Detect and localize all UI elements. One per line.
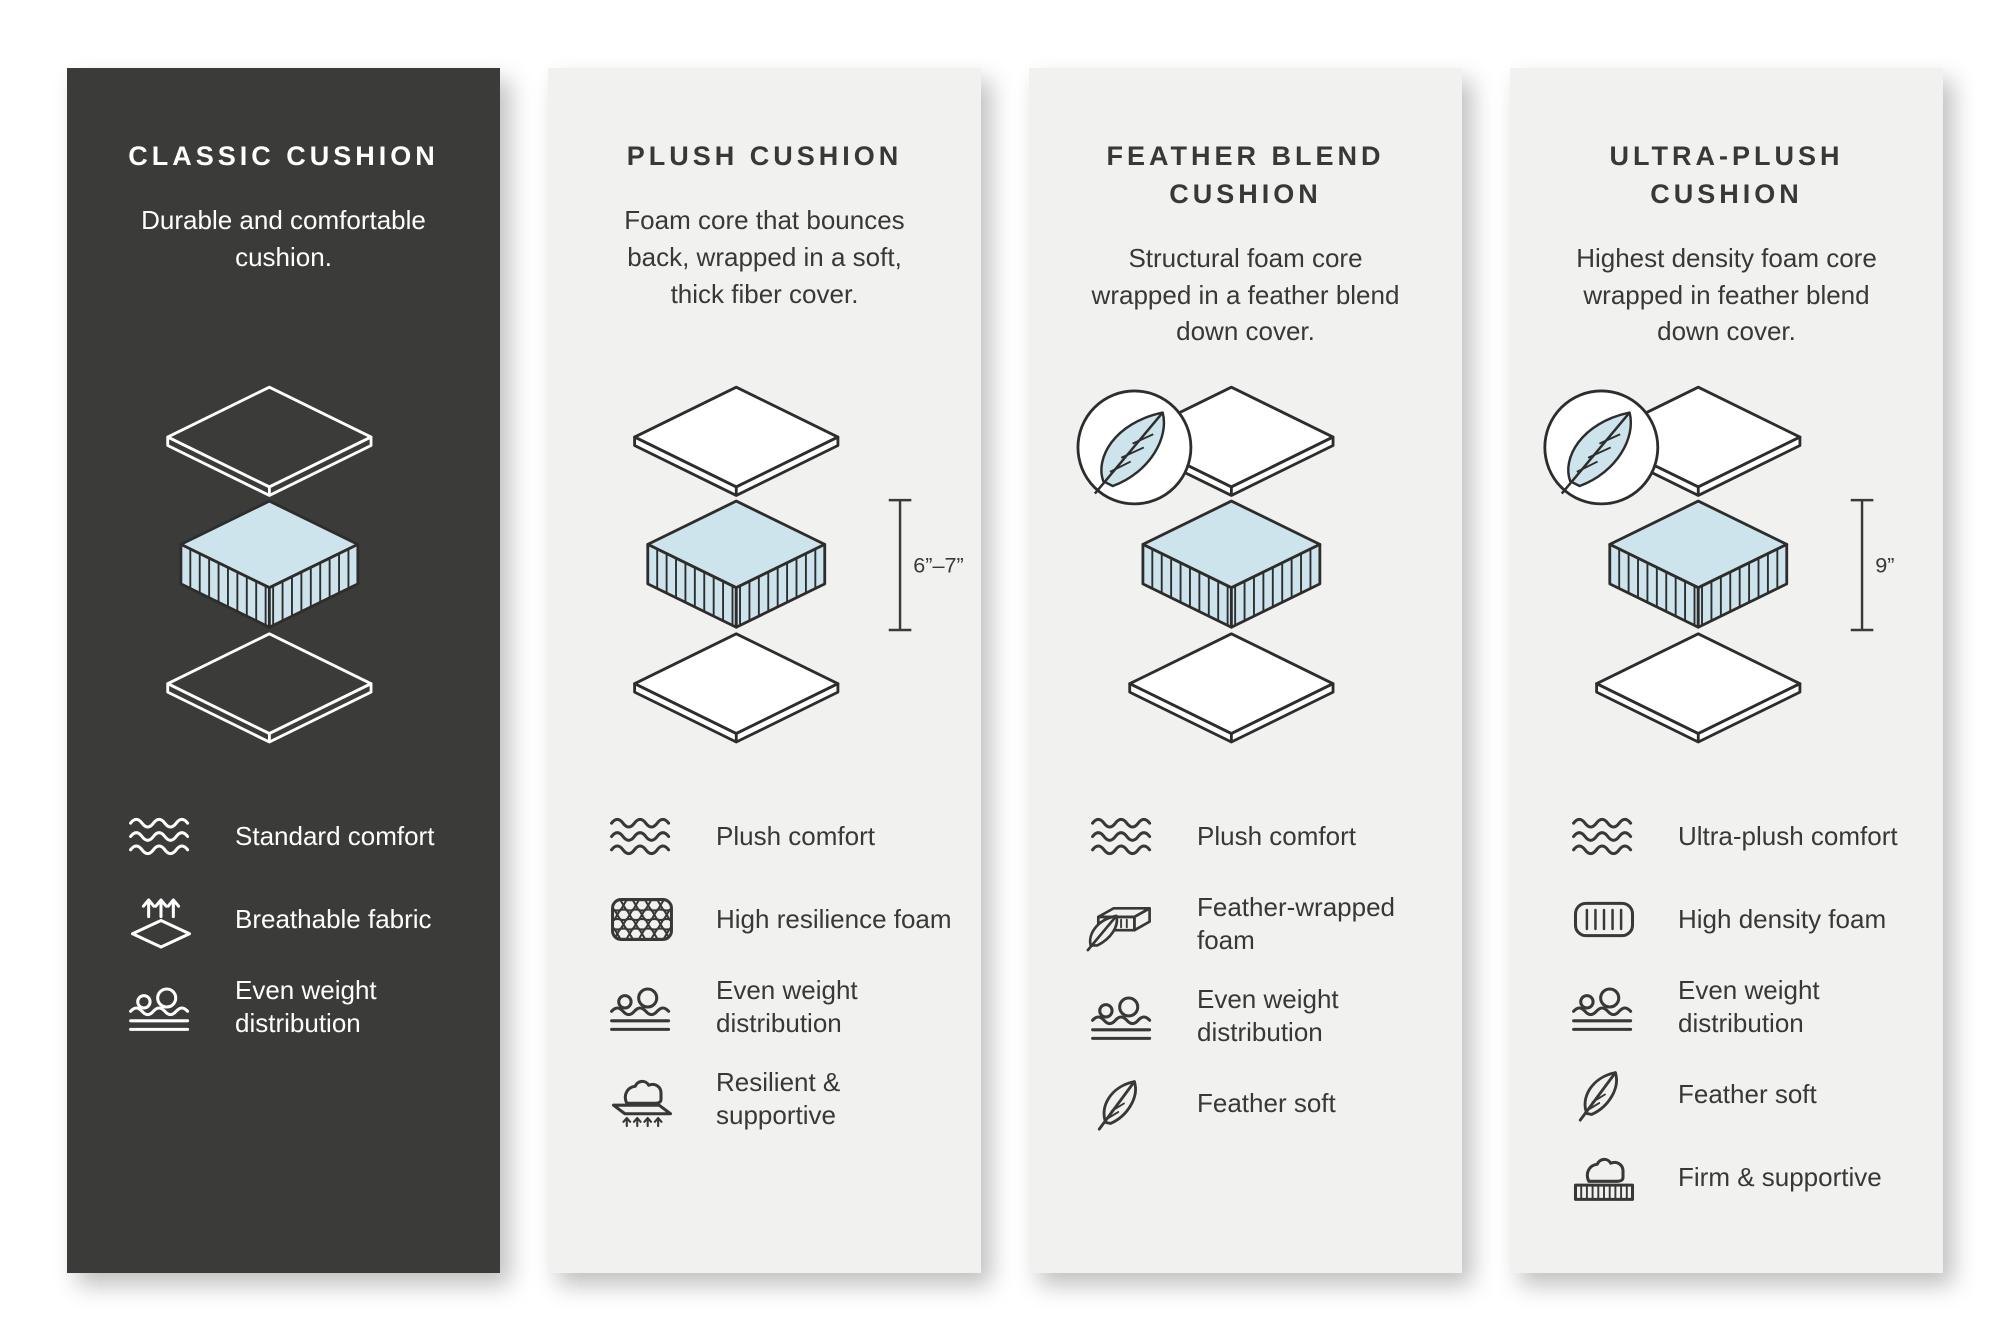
foam-cells-icon bbox=[604, 891, 680, 948]
feature-label: Standard comfort bbox=[235, 820, 435, 851]
dimension-marker bbox=[887, 498, 913, 632]
feature-feather-soft: Feather soft bbox=[1566, 1066, 1921, 1123]
layered-cushion-diagram: 6”–7” bbox=[633, 385, 964, 744]
feature-feather-soft: Feather soft bbox=[1085, 1075, 1440, 1132]
feature-plush-comfort: Plush comfort bbox=[1085, 808, 1440, 865]
foam-lines-icon bbox=[1573, 901, 1635, 938]
feature-breathable-fabric: Breathable fabric bbox=[123, 891, 478, 949]
even-weight-icon bbox=[1572, 986, 1633, 1031]
panel-feather-blend-cushion: FEATHER BLEND CUSHION Structural foam co… bbox=[1029, 68, 1462, 1273]
dimension-marker bbox=[1849, 498, 1875, 632]
breathable-icon bbox=[130, 898, 192, 949]
cushion-illustration bbox=[1029, 374, 1462, 751]
waves-icon bbox=[610, 817, 671, 856]
layered-cushion-diagram bbox=[166, 385, 373, 744]
feature-label: Even weight distribution bbox=[716, 975, 858, 1039]
feature-list: Standard comfort Breathable fabric Even … bbox=[123, 808, 478, 1040]
firm-hand-icon bbox=[1573, 1157, 1635, 1201]
feature-resilient-supportive: Resilient & supportive bbox=[604, 1066, 959, 1132]
feature-label: Plush comfort bbox=[1197, 820, 1356, 851]
feature-label: High density foam bbox=[1678, 903, 1887, 934]
press-hand-icon bbox=[611, 1079, 673, 1128]
feature-plush-comfort: Plush comfort bbox=[604, 808, 959, 865]
feature-label: Resilient & supportive bbox=[716, 1067, 841, 1131]
feather-badge-icon bbox=[1543, 389, 1660, 506]
layered-cushion-diagram bbox=[1076, 385, 1335, 744]
feature-label: Feather soft bbox=[1197, 1088, 1336, 1119]
feature-standard-comfort: Standard comfort bbox=[123, 808, 478, 865]
waves-icon bbox=[1091, 817, 1152, 856]
cushion-illustration: 9” bbox=[1510, 374, 1943, 751]
waves-icon bbox=[129, 817, 190, 856]
feather-icon bbox=[1097, 1080, 1137, 1131]
feature-label: High resilience foam bbox=[716, 903, 952, 934]
feature-label: Breathable fabric bbox=[235, 903, 432, 934]
cushion-illustration bbox=[67, 374, 500, 751]
waves-icon bbox=[1572, 817, 1633, 856]
layered-cushion-diagram: 9” bbox=[1543, 385, 1894, 744]
panel-title: CLASSIC CUSHION bbox=[128, 141, 439, 171]
feature-even-weight: Even weight distribution bbox=[1566, 974, 1921, 1040]
feature-even-weight: Even weight distribution bbox=[1085, 983, 1440, 1049]
feature-label: Ultra-plush comfort bbox=[1678, 820, 1898, 851]
panel-plush-cushion: PLUSH CUSHION Foam core that bounces bac… bbox=[548, 68, 981, 1273]
even-weight-icon bbox=[1091, 996, 1152, 1040]
feature-label: Feather soft bbox=[1678, 1079, 1817, 1110]
panel-description: Durable and comfortable cushion. bbox=[141, 204, 426, 272]
feature-label: Even weight distribution bbox=[235, 975, 377, 1039]
feature-firm-supportive: Firm & supportive bbox=[1566, 1149, 1921, 1206]
panel-ultra-plush-cushion: ULTRA-PLUSH CUSHION Highest density foam… bbox=[1510, 68, 1943, 1273]
feature-label: Even weight distribution bbox=[1197, 984, 1339, 1048]
dimension-label: 9” bbox=[1875, 553, 1894, 578]
feature-list: Ultra-plush comfort High density foam Ev… bbox=[1566, 808, 1921, 1206]
feather-badge-icon bbox=[1076, 389, 1193, 506]
feature-ultra-plush-comfort: Ultra-plush comfort bbox=[1566, 808, 1921, 865]
feature-high-resilience-foam: High resilience foam bbox=[604, 891, 959, 948]
feature-feather-wrapped-foam: Feather-wrapped foam bbox=[1085, 891, 1440, 957]
even-weight-icon bbox=[129, 986, 190, 1031]
panel-title: FEATHER BLEND CUSHION bbox=[1106, 141, 1385, 209]
feature-label: Firm & supportive bbox=[1678, 1162, 1882, 1193]
panel-title: PLUSH CUSHION bbox=[626, 141, 903, 171]
feature-high-density-foam: High density foam bbox=[1566, 891, 1921, 948]
panel-description: Foam core that bounces back, wrapped in … bbox=[624, 204, 905, 309]
panel-title: ULTRA-PLUSH CUSHION bbox=[1609, 141, 1844, 209]
dimension-label: 6”–7” bbox=[913, 553, 963, 578]
feather-icon bbox=[1578, 1071, 1618, 1122]
feature-list: Plush comfort High resilience foam Even … bbox=[604, 808, 959, 1132]
feature-label: Even weight distribution bbox=[1678, 975, 1820, 1039]
panel-classic-cushion: CLASSIC CUSHION Durable and comfortable … bbox=[67, 68, 500, 1273]
feature-label: Plush comfort bbox=[716, 820, 875, 851]
even-weight-icon bbox=[610, 986, 671, 1031]
feature-even-weight: Even weight distribution bbox=[604, 974, 959, 1040]
feature-label: Feather-wrapped foam bbox=[1197, 892, 1395, 956]
feature-even-weight: Even weight distribution bbox=[123, 974, 478, 1040]
panel-description: Highest density foam core wrapped in fea… bbox=[1576, 242, 1877, 347]
feather-foam-icon bbox=[1086, 906, 1151, 951]
cushion-illustration: 6”–7” bbox=[548, 374, 981, 751]
feature-list: Plush comfort Feather-wrapped foam Even … bbox=[1085, 808, 1440, 1132]
panel-description: Structural foam core wrapped in a feathe… bbox=[1091, 242, 1400, 347]
